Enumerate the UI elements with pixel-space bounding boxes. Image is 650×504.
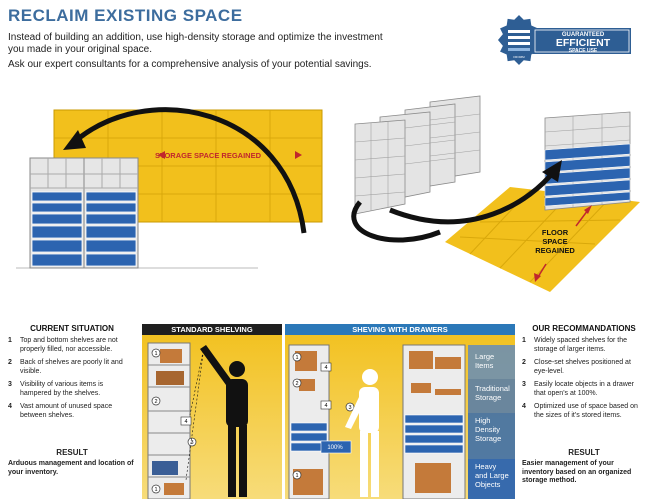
floor-label-3: REGAINED	[535, 246, 575, 255]
recommend-result-text: Easier management of your inventory base…	[522, 460, 632, 484]
category-traditional-storage: Traditional Storage	[475, 384, 510, 402]
intro-line-3: Ask our expert consultants for a compreh…	[8, 59, 372, 70]
intro-line-2: you made in your original space.	[8, 44, 152, 55]
drawer-marker-1b: 1	[295, 473, 298, 479]
badge-logo-text: FROMM	[513, 55, 525, 59]
standard-marker-2: 2	[154, 399, 157, 405]
standard-shelving-heading: STANDARD SHELVING	[142, 324, 282, 335]
drawer-marker-4: 4	[324, 365, 327, 371]
recommendations-heading: OUR RECOMMANDATIONS	[532, 324, 636, 333]
badge-top-text: GUARANTEED	[562, 32, 605, 38]
standard-marker-1b: 1	[154, 487, 157, 493]
floor-label-1: FLOOR	[542, 228, 569, 237]
storage-space-label: STORAGE SPACE REGAINED	[155, 151, 262, 160]
category-large-items: Large Items	[475, 352, 495, 370]
standard-marker-3: 3	[190, 440, 193, 446]
category-heavy-large-objects: Heavy and Large Objects	[475, 462, 509, 489]
drawer-marker-2: 2	[295, 381, 298, 387]
standard-marker-4: 4	[184, 419, 187, 425]
floor-space-illustration: FLOOR SPACE REGAINED	[351, 95, 640, 292]
page-title: RECLAIM EXISTING SPACE	[8, 6, 243, 25]
drawer-shelving-figure: 100% 1 2 1 3 4 4	[288, 344, 515, 500]
drawer-marker-1: 1	[295, 355, 298, 361]
standard-marker-1: 1	[154, 351, 157, 357]
drawer-marker-3: 3	[348, 405, 351, 411]
current-result-heading: RESULT	[56, 448, 88, 457]
storage-space-illustration: STORAGE SPACE REGAINED	[16, 107, 323, 269]
intro-line-1: Instead of building an addition, use hig…	[8, 32, 383, 43]
badge-seal-icon: GUARANTEED EFFICIENT SPACE USE FROMM	[496, 12, 631, 68]
drawer-marker-4b: 4	[324, 403, 327, 409]
drawer-shelving-heading: SHEVING WITH DRAWERS	[285, 324, 515, 335]
standard-shelving-panel: STANDARD SHELVING 1 2 1 3 4	[142, 324, 282, 500]
current-situation-heading: CURRENT SITUATION	[30, 324, 114, 333]
standard-shelving-figure: 1 2 1 3 4	[147, 342, 248, 500]
efficient-space-badge: GUARANTEED EFFICIENT SPACE USE FROMM	[493, 12, 633, 68]
badge-bottom-text: SPACE USE	[569, 48, 598, 54]
current-result-text: Arduous management and location of your …	[8, 460, 134, 476]
recommend-result-heading: RESULT	[568, 448, 600, 457]
drawer-shelving-panel: SHEVING WITH DRAWERS 100% 1 2 1 3 4 4	[285, 324, 515, 500]
floor-label-2: SPACE	[542, 237, 567, 246]
category-high-density-storage: High Density Storage	[475, 416, 502, 443]
badge-main-text: EFFICIENT	[556, 37, 611, 49]
drawer-percent: 100%	[327, 445, 343, 451]
